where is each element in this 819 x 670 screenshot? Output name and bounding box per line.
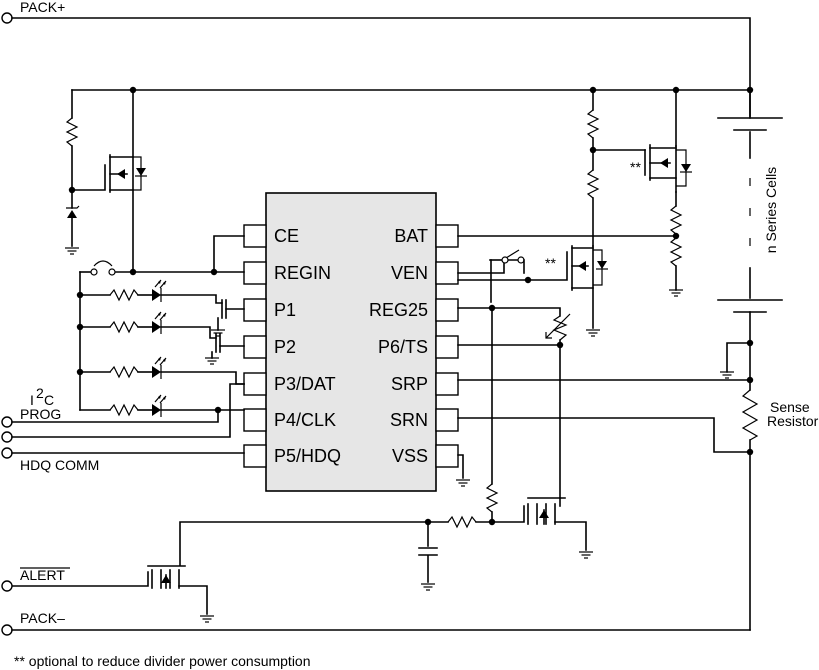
regin-pass-transistor — [64, 89, 147, 273]
battery-cell-stack: n Series Cells — [717, 89, 783, 381]
pack-plus-terminal: PACK+ — [1, 0, 751, 119]
pin-reg25: REG25 — [369, 300, 428, 320]
led-row-2 — [79, 311, 245, 365]
ic-left-pins: CE REGIN P1 P2 P3/DAT P4/CLK P5/HDQ — [243, 224, 341, 468]
ce-wire — [213, 235, 245, 273]
pack-plus-label: PACK+ — [20, 0, 65, 15]
ic-right-pins: BAT VEN REG25 P6/TS SRP SRN VSS — [369, 224, 459, 468]
alert-gate-wire — [179, 521, 429, 566]
pin-p1: P1 — [274, 300, 296, 320]
pack-minus-terminal: PACK– — [1, 610, 751, 636]
pin-p5-hdq: P5/HDQ — [274, 446, 341, 466]
led-4-icon — [151, 394, 167, 418]
led-row-4 — [79, 394, 245, 418]
alert-driver-mosfet — [491, 497, 587, 551]
optional-mosfet-top: ** — [592, 144, 692, 193]
alert-label: ALERT — [20, 567, 65, 583]
pin-p4-clk: P4/CLK — [274, 410, 336, 430]
led-1-icon — [151, 279, 167, 303]
pin-ce: CE — [274, 226, 299, 246]
prog-switch — [79, 260, 134, 276]
pin-p2: P2 — [274, 337, 296, 357]
pin-srp: SRP — [391, 374, 428, 394]
prog-label: PROG — [20, 406, 61, 422]
pin-regin: REGIN — [274, 263, 331, 283]
i2c-label-i: I — [30, 392, 34, 408]
resistor-label: Resistor — [767, 413, 819, 429]
led-2-icon — [151, 311, 167, 335]
pin-ven: VEN — [391, 263, 428, 283]
pack-minus-label: PACK– — [20, 610, 65, 626]
hdq-comm-label: HDQ COMM — [20, 457, 99, 473]
pin-srn: SRN — [390, 410, 428, 430]
led-3-icon — [151, 356, 167, 380]
optional-mark-ven: ** — [545, 255, 556, 271]
pin-p6-ts: P6/TS — [378, 337, 428, 357]
thermistor — [545, 313, 571, 341]
pin-p3-dat: P3/DAT — [274, 374, 336, 394]
alert-output-mosfet — [11, 565, 208, 615]
gauge-ic — [265, 192, 437, 492]
sense-label: Sense — [770, 399, 810, 415]
i2c-label-c: C — [44, 392, 54, 408]
pin-vss: VSS — [392, 446, 428, 466]
hdq-terminal: HDQ COMM — [1, 447, 245, 473]
srn-wire — [457, 417, 751, 453]
led-row-3 — [79, 356, 245, 385]
i2c-label-sup: 2 — [36, 385, 44, 401]
optional-mosfet-ven: ** — [457, 245, 608, 329]
cells-label: n Series Cells — [763, 167, 779, 253]
sense-resistor: Sense Resistor — [741, 376, 819, 456]
i2c-prog-terminals: I 2 C PROG — [1, 383, 245, 443]
reg25-wire — [457, 307, 561, 317]
alert-terminal — [1, 580, 13, 592]
vss-wire — [457, 454, 464, 479]
optional-mark-top: ** — [630, 159, 641, 175]
pin-bat: BAT — [394, 226, 428, 246]
footnote: ** optional to reduce divider power cons… — [14, 653, 311, 669]
led-row-1 — [79, 279, 245, 337]
